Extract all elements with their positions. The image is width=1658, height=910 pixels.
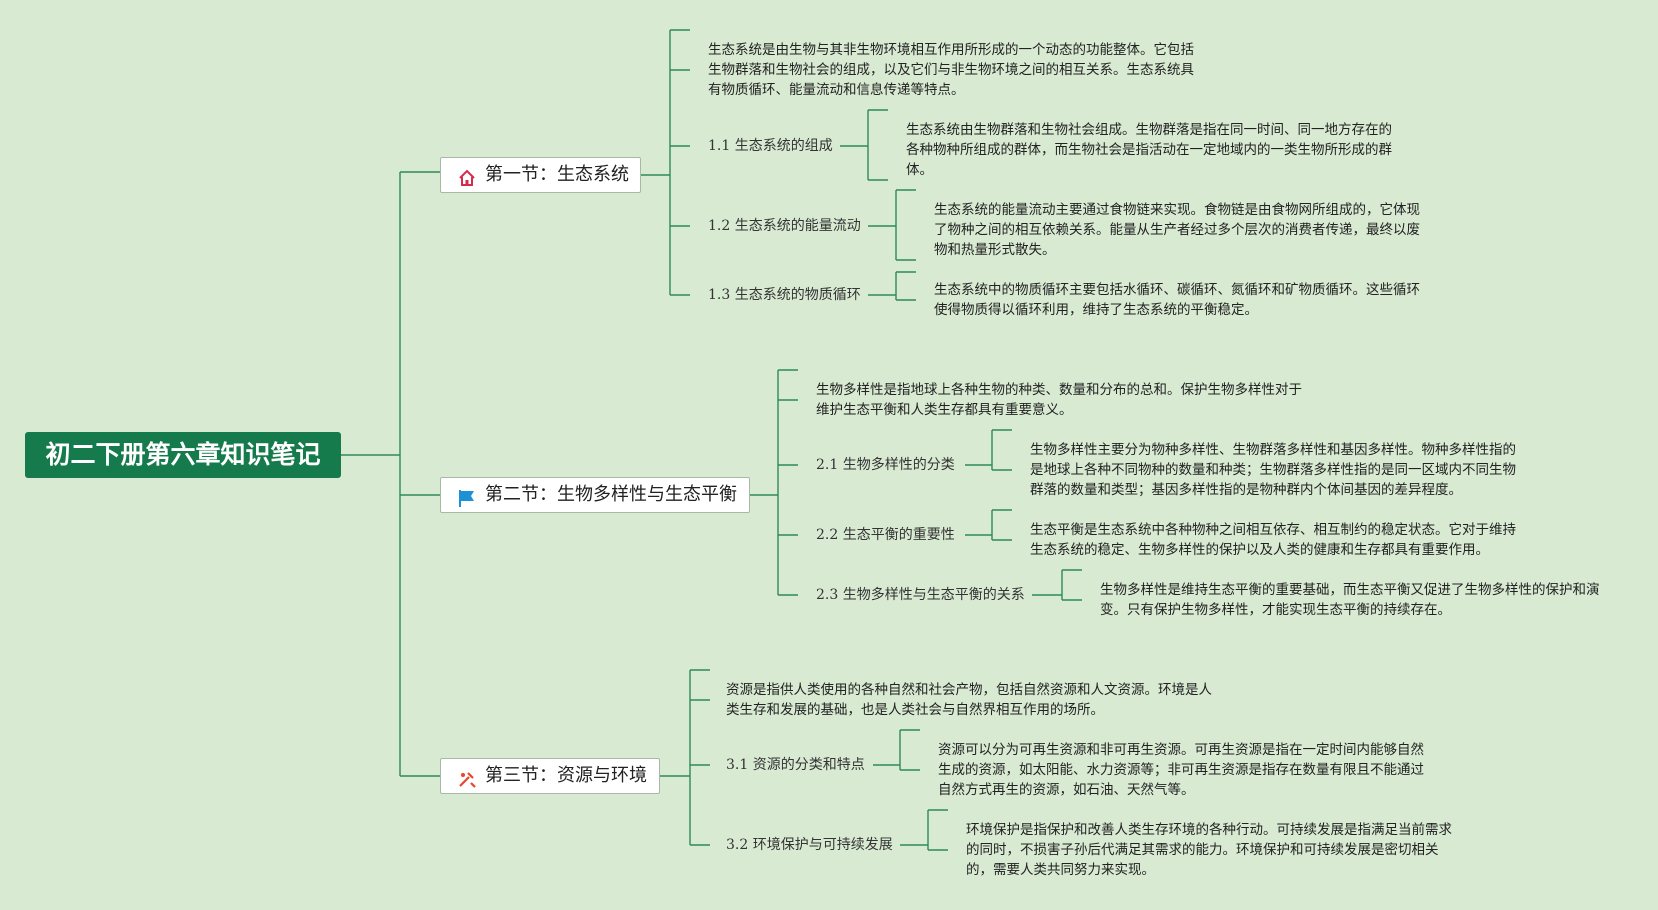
- sub-text-2-3: 生物多样性是维持生态平衡的重要基础，而生态平衡又促进了生物多样性的保护和演变。只…: [1100, 582, 1600, 618]
- sub-text-1-3: 生态系统中的物质循环主要包括水循环、碳循环、氮循环和矿物质循环。这些循环使得物质…: [934, 282, 1420, 318]
- section-title-3: 第三节：资源与环境: [485, 765, 647, 786]
- section-3-intro: 资源是指供人类使用的各种自然和社会产物，包括自然资源和人文资源。环境是人类生存和…: [726, 682, 1212, 718]
- sub-node-3-1[interactable]: 3.1 资源的分类和特点: [726, 757, 865, 773]
- section-node-2[interactable]: 第二节：生物多样性与生态平衡: [440, 477, 750, 513]
- section-1-intro: 生态系统是由生物与其非生物环境相互作用所形成的一个动态的功能整体。它包括生物群落…: [708, 42, 1194, 98]
- sub-text-1-1: 生态系统由生物群落和生物社会组成。生物群落是指在同一时间、同一地方存在的各种物种…: [906, 122, 1392, 178]
- tools-icon: [457, 767, 477, 788]
- section-2-intro: 生物多样性是指地球上各种生物的种类、数量和分布的总和。保护生物多样性对于维护生态…: [816, 382, 1302, 418]
- sub-node-1-1[interactable]: 1.1 生态系统的组成: [708, 138, 833, 154]
- sub-node-3-2[interactable]: 3.2 环境保护与可持续发展: [726, 837, 893, 853]
- sub-text-2-2: 生态平衡是生态系统中各种物种之间相互依存、相互制约的稳定状态。它对于维持生态系统…: [1030, 522, 1516, 558]
- section-title-1: 第一节：生态系统: [485, 164, 629, 185]
- section-title-2: 第二节：生物多样性与生态平衡: [485, 484, 737, 505]
- root-node[interactable]: 初二下册第六章知识笔记: [25, 432, 341, 478]
- section-node-1[interactable]: 第一节：生态系统: [440, 157, 641, 193]
- sub-node-1-3[interactable]: 1.3 生态系统的物质循环: [708, 287, 861, 303]
- section-node-3[interactable]: 第三节：资源与环境: [440, 758, 660, 794]
- sub-text-2-1: 生物多样性主要分为物种多样性、生物群落多样性和基因多样性。物种多样性指的是地球上…: [1030, 442, 1516, 498]
- house-icon: [457, 166, 477, 186]
- sub-node-2-2[interactable]: 2.2 生态平衡的重要性: [816, 527, 955, 543]
- sub-text-1-2: 生态系统的能量流动主要通过食物链来实现。食物链是由食物网所组成的，它体现了物种之…: [934, 202, 1420, 258]
- sub-text-3-2: 环境保护是指保护和改善人类生存环境的各种行动。可持续发展是指满足当前需求的同时，…: [966, 822, 1452, 878]
- sub-node-1-2[interactable]: 1.2 生态系统的能量流动: [708, 218, 861, 234]
- flag-icon: [457, 486, 477, 507]
- sub-node-2-3[interactable]: 2.3 生物多样性与生态平衡的关系: [816, 587, 1025, 603]
- sub-node-2-1[interactable]: 2.1 生物多样性的分类: [816, 457, 955, 473]
- sub-text-3-1: 资源可以分为可再生资源和非可再生资源。可再生资源是指在一定时间内能够自然生成的资…: [938, 742, 1424, 798]
